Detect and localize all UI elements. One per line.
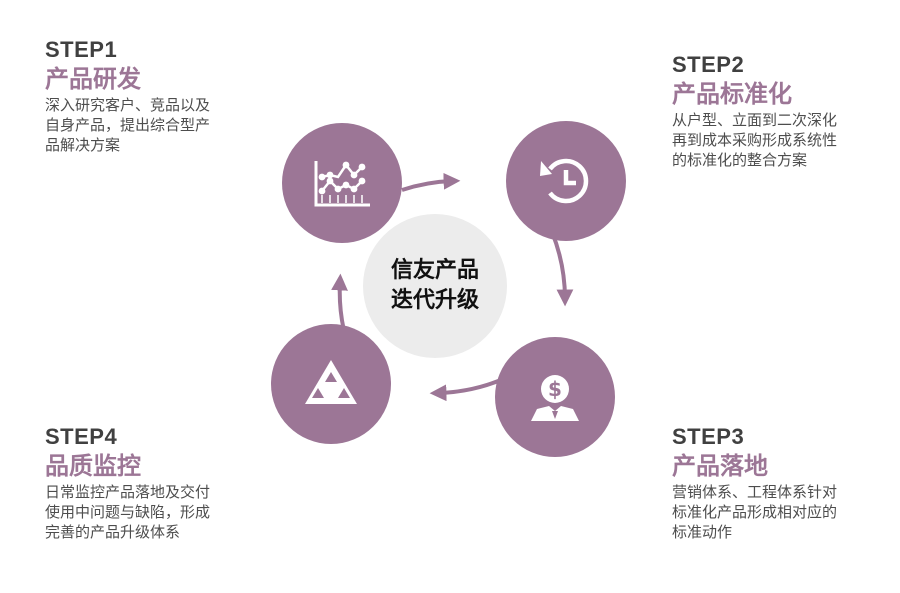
step1-desc-line: 品解决方案 <box>45 136 121 154</box>
step2-label: STEP2 <box>672 52 745 77</box>
chart-icon <box>314 161 370 207</box>
step2-title: 产品标准化 <box>672 80 792 108</box>
step4-desc-line: 完善的产品升级体系 <box>45 523 181 541</box>
center-label-line: 迭代升级 <box>390 288 479 313</box>
step1-title: 产品研发 <box>45 65 141 93</box>
step3-block: STEP3 产品落地 营销体系、工程体系针对 标准化产品形成相对应的 标准动作 <box>672 424 837 542</box>
center-label: 信友产品 迭代升级 <box>365 256 505 316</box>
step1-circle <box>282 123 402 243</box>
step4-desc: 日常监控产品落地及交付 使用中问题与缺陷，形成 完善的产品升级体系 <box>45 482 210 542</box>
arc-arrow-step1-to-step2 <box>401 172 461 192</box>
step3-title: 产品落地 <box>672 452 768 480</box>
dollar-person-icon: $ <box>531 375 579 421</box>
step2-block: STEP2 产品标准化 从户型、立面到二次深化 再到成本采购形成系统性 的标准化… <box>672 52 837 170</box>
svg-text:$: $ <box>548 377 562 401</box>
step1-block: STEP1 产品研发 深入研究客户、竞品以及 自身产品，提出综合型产 品解决方案 <box>45 37 210 155</box>
step1-desc: 深入研究客户、竞品以及 自身产品，提出综合型产 品解决方案 <box>45 95 210 155</box>
step1-label: STEP1 <box>45 37 118 62</box>
triangle-icon <box>305 360 357 404</box>
step4-title: 品质监控 <box>45 452 141 480</box>
step2-desc: 从户型、立面到二次深化 再到成本采购形成系统性 的标准化的整合方案 <box>672 110 837 170</box>
step1-desc-line: 自身产品，提出综合型产 <box>45 116 211 134</box>
step2-desc-line: 的标准化的整合方案 <box>672 151 808 169</box>
step3-desc-line: 标准动作 <box>672 523 733 541</box>
center-circle <box>363 214 507 358</box>
center-label-line: 信友产品 <box>390 258 479 283</box>
step4-desc-line: 使用中问题与缺陷，形成 <box>45 503 211 521</box>
step1-desc-line: 深入研究客户、竞品以及 <box>45 96 211 114</box>
step2-desc-line: 再到成本采购形成系统性 <box>672 131 838 149</box>
step2-desc-line: 从户型、立面到二次深化 <box>672 111 838 129</box>
step3-label: STEP3 <box>672 424 745 449</box>
history-clock-icon <box>540 158 589 204</box>
step4-block: STEP4 品质监控 日常监控产品落地及交付 使用中问题与缺陷，形成 完善的产品… <box>45 424 210 542</box>
step3-desc-line: 营销体系、工程体系针对 <box>672 483 838 501</box>
step4-label: STEP4 <box>45 424 118 449</box>
arc-arrow-step2-to-step3 <box>550 231 574 307</box>
step4-desc-line: 日常监控产品落地及交付 <box>45 483 211 501</box>
step3-desc-line: 标准化产品形成相对应的 <box>672 503 838 521</box>
step3-desc: 营销体系、工程体系针对 标准化产品形成相对应的 标准动作 <box>672 482 837 542</box>
